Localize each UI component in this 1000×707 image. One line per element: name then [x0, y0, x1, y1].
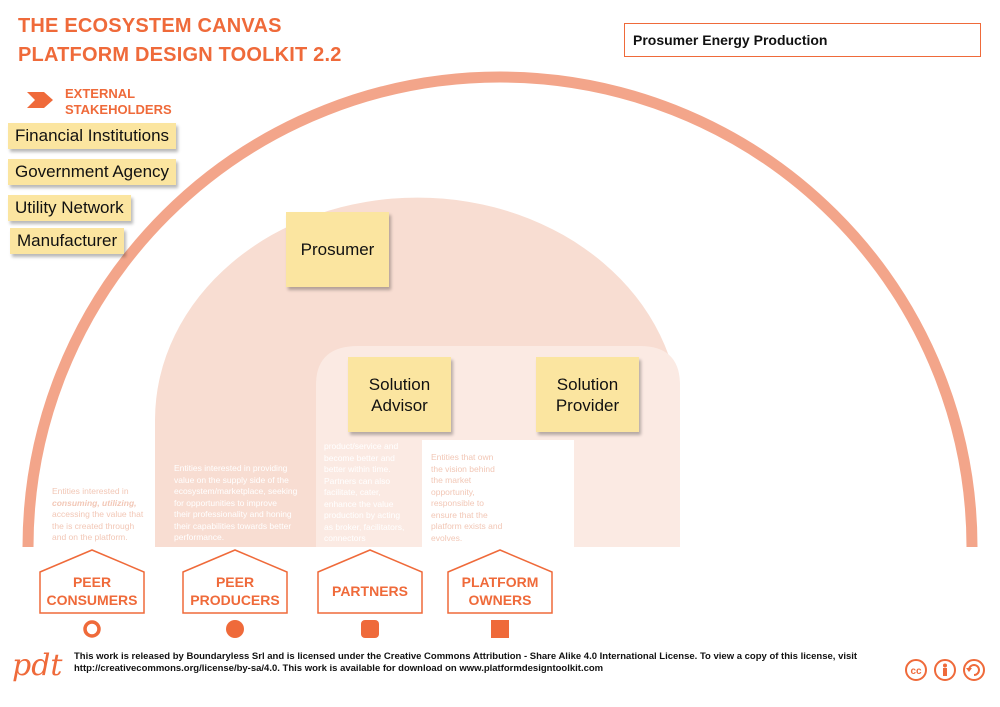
sticky-provider-line-1: Solution	[556, 374, 619, 394]
license-text: This work is released by Boundaryless Sr…	[74, 651, 874, 675]
external-label-line-1: EXTERNAL	[65, 86, 136, 101]
sticky-prosumer[interactable]: Prosumer	[286, 212, 389, 287]
sticky-government-agency[interactable]: Government Agency	[8, 159, 177, 185]
license-icons: cc	[905, 659, 985, 681]
producers-description: Entities interested in providing value o…	[174, 463, 298, 542]
platform-owners-house	[447, 549, 553, 614]
project-name-field[interactable]: Prosumer Energy Production	[624, 23, 981, 57]
title-line-1: THE ECOSYSTEM CANVAS	[18, 15, 282, 37]
external-label-line-2: STAKEHOLDERS	[65, 102, 172, 117]
by-person-icon	[934, 659, 956, 681]
external-stakeholders-label: EXTERNAL STAKEHOLDERS	[65, 86, 172, 118]
license-line-2: http://creativecommons.org/license/by-sa…	[74, 663, 604, 674]
sticky-solution-advisor[interactable]: Solution Advisor	[348, 357, 451, 432]
peer-consumers-house	[39, 549, 145, 614]
license-line-1: This work is released by Boundaryless Sr…	[74, 651, 858, 662]
svg-text:cc: cc	[910, 666, 922, 677]
title-line-2: PLATFORM DESIGN TOOLKIT 2.2	[18, 44, 342, 66]
owners-description: Entities that own the vision behind the …	[431, 452, 503, 543]
sticky-manufacturer[interactable]: Manufacturer	[10, 228, 125, 254]
share-alike-icon	[963, 659, 985, 681]
peer-producers-house	[182, 549, 288, 614]
sticky-advisor-line-2: Advisor	[371, 395, 428, 415]
pdt-logo: pdt	[12, 648, 63, 683]
sticky-prosumer-label: Prosumer	[300, 240, 375, 259]
sticky-financial-institutions[interactable]: Financial Institutions	[8, 123, 177, 149]
page-title: THE ECOSYSTEM CANVAS PLATFORM DESIGN TOO…	[18, 12, 342, 70]
chevron-right-icon	[27, 92, 53, 108]
partners-description: product/service and become better and be…	[324, 441, 405, 543]
consumers-description: Entities interested in consuming, utiliz…	[52, 486, 144, 542]
filled-circle-icon	[226, 620, 244, 638]
sticky-utility-network[interactable]: Utility Network	[8, 195, 131, 221]
rounded-square-icon	[361, 620, 379, 638]
partners-house	[317, 549, 423, 614]
ecosystem-outer-arc	[22, 71, 978, 548]
ring-icon	[83, 620, 101, 638]
owners-area	[422, 440, 574, 547]
roles-row	[39, 549, 553, 638]
sticky-advisor-line-1: Solution	[368, 374, 431, 394]
sticky-solution-provider[interactable]: Solution Provider	[536, 357, 639, 432]
sticky-provider-line-2: Provider	[555, 395, 620, 415]
role-partners: PARTNERS	[332, 583, 408, 599]
cc-icon: cc	[905, 659, 927, 681]
square-icon	[491, 620, 509, 638]
